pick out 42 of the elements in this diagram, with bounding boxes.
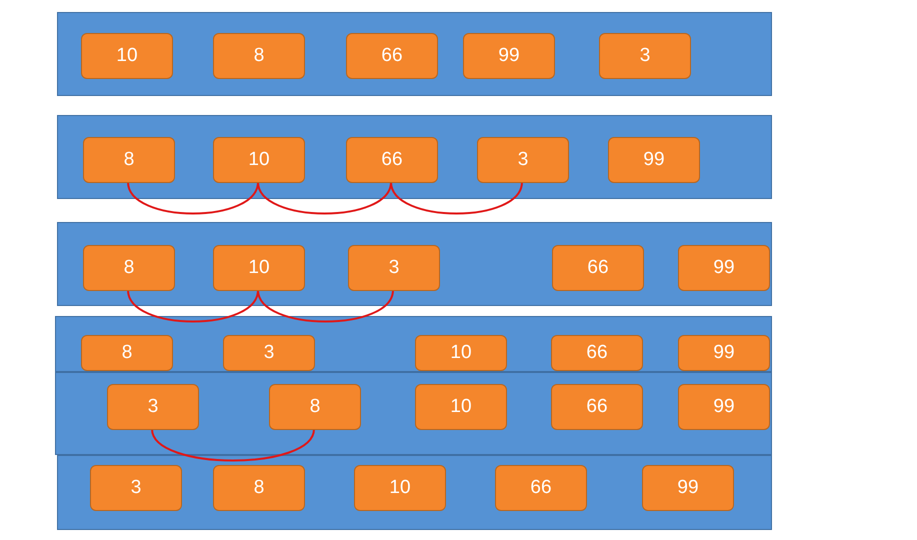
number-box: 3 <box>477 137 569 183</box>
number-box: 66 <box>552 245 644 291</box>
number-box: 99 <box>678 335 770 371</box>
row-band <box>55 316 772 372</box>
swap-curve <box>127 290 259 322</box>
number-box: 10 <box>415 335 507 371</box>
number-box: 99 <box>678 245 770 291</box>
row-band <box>57 455 772 530</box>
number-box: 8 <box>81 335 173 371</box>
number-box: 3 <box>223 335 315 371</box>
number-box: 66 <box>551 335 643 371</box>
number-box: 3 <box>107 384 199 430</box>
number-box: 10 <box>213 245 305 291</box>
number-box: 99 <box>678 384 770 430</box>
swap-curve <box>257 182 392 214</box>
swap-curve <box>257 290 394 322</box>
number-box: 66 <box>346 137 438 183</box>
row-band <box>57 12 772 96</box>
number-box: 99 <box>642 465 734 511</box>
number-box: 8 <box>213 465 305 511</box>
swap-curve <box>390 182 523 214</box>
number-box: 66 <box>495 465 587 511</box>
row-band <box>57 115 772 199</box>
number-box: 8 <box>83 137 175 183</box>
number-box: 99 <box>608 137 700 183</box>
swap-curve <box>127 182 259 214</box>
number-box: 10 <box>81 33 173 79</box>
number-box: 66 <box>551 384 643 430</box>
row-band <box>57 222 772 306</box>
number-box: 10 <box>213 137 305 183</box>
number-box: 66 <box>346 33 438 79</box>
number-box: 10 <box>415 384 507 430</box>
number-box: 99 <box>463 33 555 79</box>
swap-curve <box>151 428 315 462</box>
number-box: 8 <box>83 245 175 291</box>
number-box: 3 <box>90 465 182 511</box>
number-box: 8 <box>213 33 305 79</box>
number-box: 8 <box>269 384 361 430</box>
number-box: 3 <box>348 245 440 291</box>
row-band <box>55 372 772 455</box>
number-box: 3 <box>599 33 691 79</box>
number-box: 10 <box>354 465 446 511</box>
